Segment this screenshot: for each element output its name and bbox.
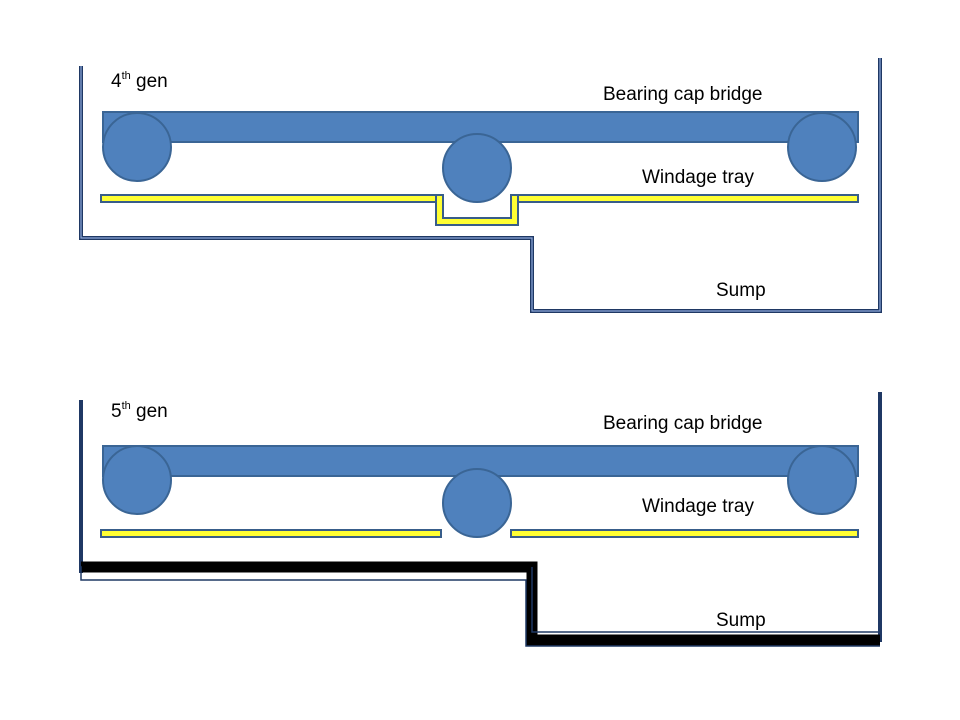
- bearing-left-4th: [102, 112, 172, 182]
- bearing-right-5th: [787, 445, 857, 515]
- bearing-center-5th: [442, 468, 512, 538]
- gen-label-5th: 5th gen: [111, 400, 168, 422]
- bearing-cap-bridge-label-5th: Bearing cap bridge: [603, 413, 763, 434]
- windage-tray-right-4th: [516, 194, 859, 203]
- windage-tray-right-5th: [510, 529, 859, 538]
- windage-tray-label-4th: Windage tray: [642, 167, 754, 188]
- panel-4th-gen: 4th gen Bearing cap bridge Windage tray …: [79, 58, 882, 313]
- panel-5th-gen: 5th gen Bearing cap bridge Windage tray …: [79, 392, 882, 647]
- bearing-cap-bridge-label-4th: Bearing cap bridge: [603, 84, 763, 105]
- bearing-right-4th: [787, 112, 857, 182]
- windage-tray-label-5th: Windage tray: [642, 496, 754, 517]
- windage-tray-left-4th: [100, 194, 439, 203]
- sump-label-4th: Sump: [716, 280, 766, 301]
- sump-label-5th: Sump: [716, 610, 766, 631]
- windage-tray-left-5th: [100, 529, 442, 538]
- bearing-center-4th: [442, 133, 512, 203]
- gen-label-4th: 4th gen: [111, 70, 168, 92]
- windage-tray-channel-4th: [435, 194, 519, 226]
- bearing-left-5th: [102, 445, 172, 515]
